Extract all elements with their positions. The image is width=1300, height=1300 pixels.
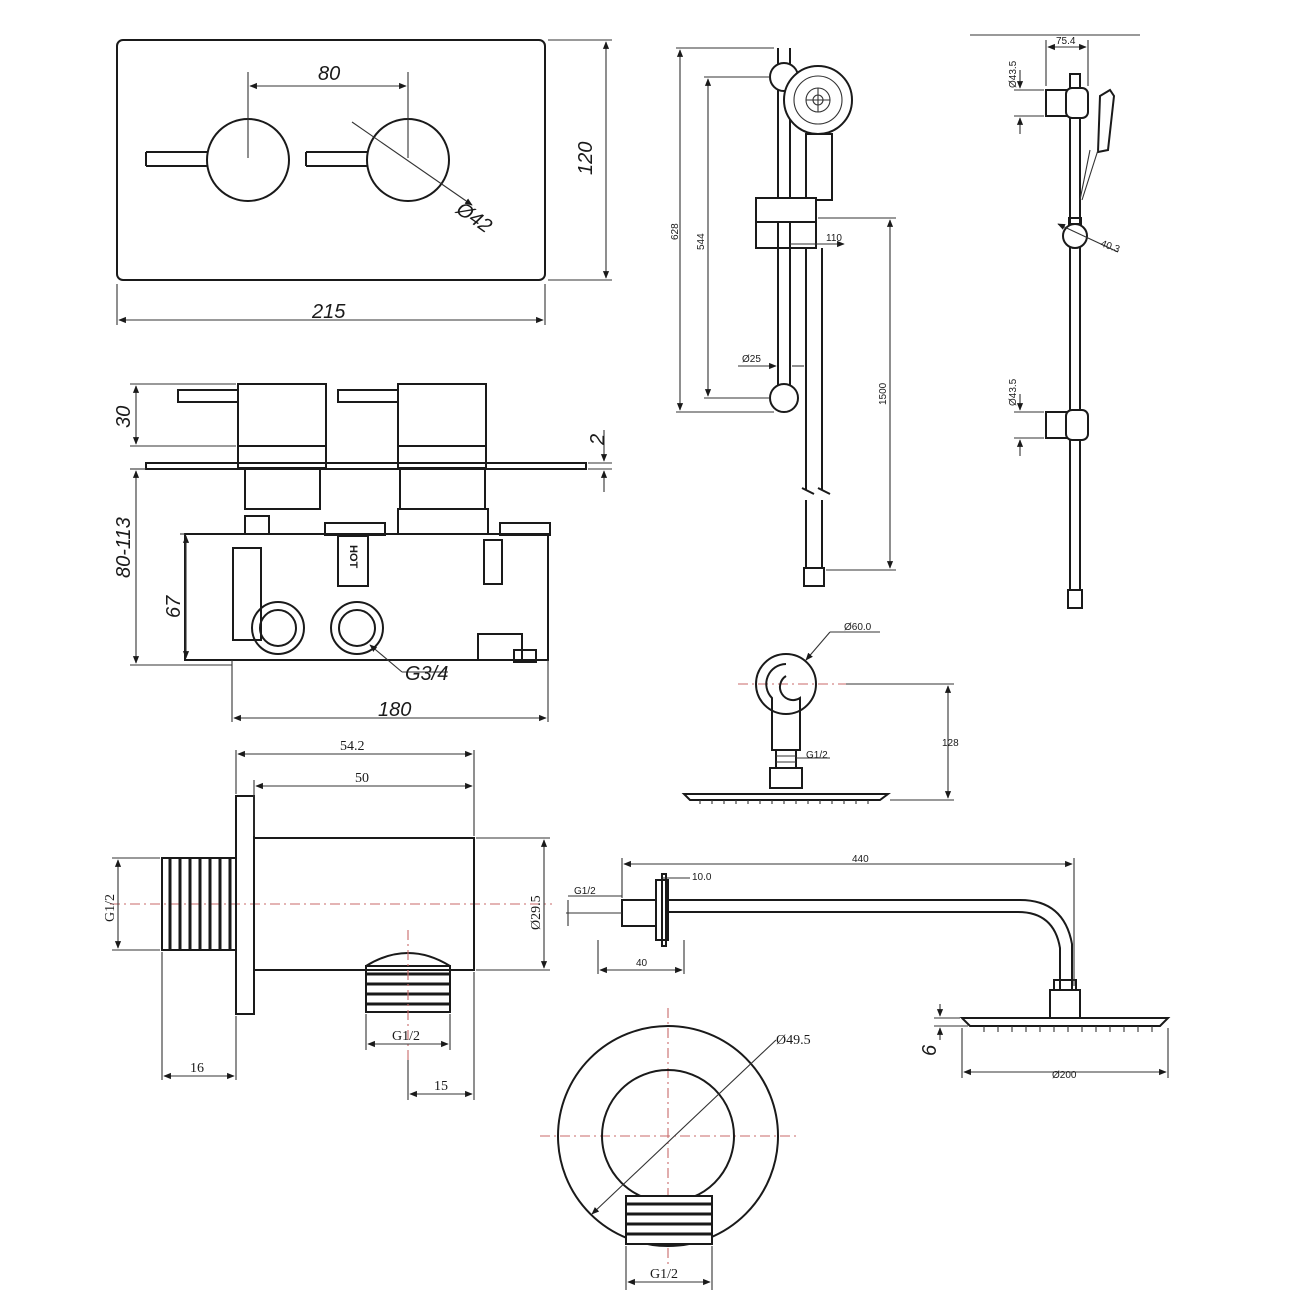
ceiling-flange-diameter-label: Ø60.0 [844,622,872,633]
ceiling-thread-label: G1/2 [806,750,828,761]
faceplate-spacing-label: 80 [318,63,340,85]
outlet-body-length-label: 50 [355,771,369,786]
outlet-front-diameter-label: Ø49.5 [776,1033,811,1048]
faceplate-width-label: 215 [311,301,346,323]
wall-arm-side-view: 440 G1/2 10.0 40 6 Ø200 [566,854,1171,1081]
outlet-front-thread-label: G1/2 [650,1267,678,1282]
valve-depth-label: 80-113 [113,517,135,578]
wall-outlet-side-view: 54.2 50 Ø29.5 G1/2 G1/2 16 15 [103,739,552,1100]
valve-handle-height-label: 30 [113,406,135,428]
bracket-diameter-top-label: Ø43.5 [1008,60,1019,88]
rail-diameter-label: Ø25 [742,354,761,365]
arm-insert-label: 40 [636,958,648,969]
arm-length-label: 440 [852,854,869,865]
outlet-total-length-label: 54.2 [340,739,365,754]
faceplate-knob-diameter-label: Ø42 [451,198,495,238]
plate-thickness-label: 2 [587,434,609,446]
head-diameter-label: Ø200 [1052,1070,1077,1081]
outlet-offset-label: 15 [434,1079,448,1094]
valve-inlet-height-label: 67 [163,595,185,618]
outlet-bottom-thread-label: G1/2 [392,1029,420,1044]
bracket-width-label: 75.4 [1056,36,1076,47]
rail-total-height-label: 628 [670,223,681,240]
faceplate-front-view: 80 Ø42 120 215 [116,39,612,325]
wall-outlet-front-view: Ø49.5 G1/2 [540,1008,811,1290]
slide-rail-side-view: 75.4 Ø43.5 Ø43.5 40.3 [970,34,1140,609]
rail-bracket-spacing-label: 544 [696,233,707,250]
arm-thread-label: G1/2 [574,886,596,897]
valve-inlet-thread-label: G3/4 [405,663,448,685]
faceplate-height-label: 120 [575,142,597,175]
holder-projection-label: 110 [826,233,842,244]
outlet-thread-length-label: 16 [190,1061,204,1076]
bracket-diameter-bottom-label: Ø43.5 [1008,378,1019,406]
arm-flange-label: 10.0 [692,872,712,883]
valve-width-label: 180 [378,699,411,721]
head-thickness-label: 6 [919,1044,941,1056]
ceiling-drop-label: 128 [942,738,959,749]
outlet-body-diameter-label: Ø29.5 [529,895,544,930]
hose-length-label: 1500 [878,382,889,405]
slide-rail-front-view: 628 544 110 1500 Ø25 [670,47,896,587]
hot-label: HOT [347,545,359,569]
ceiling-shower-side-view: Ø60.0 G1/2 128 [681,622,959,804]
valve-body-side-view: HOT 30 2 80-113 67 G3/4 [113,383,612,722]
holder-diameter-label: 40.3 [1099,238,1121,255]
outlet-left-thread-label: G1/2 [103,894,118,922]
